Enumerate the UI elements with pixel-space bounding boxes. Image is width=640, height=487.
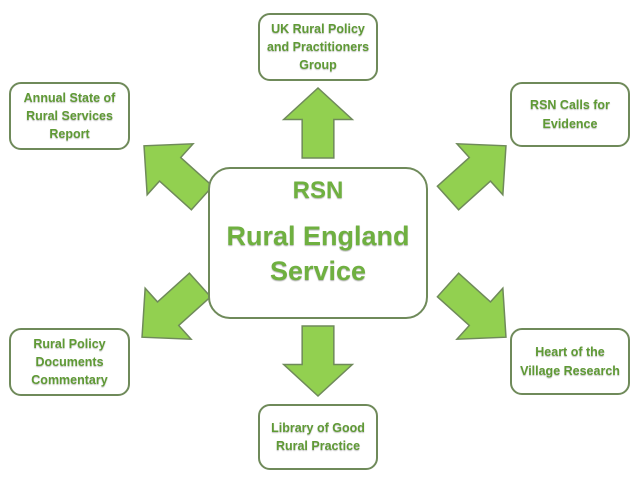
center-title: Rural England Service (226, 221, 410, 286)
arrow-to-bottom (284, 326, 353, 396)
center-node: RSN Rural England Service (208, 167, 428, 319)
arrow-to-top-right (425, 120, 529, 223)
node-rural-policy-commentary: Rural Policy Documents Commentary (9, 328, 130, 396)
node-rsn-calls-for-evidence: RSN Calls for Evidence (510, 82, 630, 147)
node-library-good-practice: Library of Good Rural Practice (258, 404, 378, 470)
arrow-to-bottom-left (119, 259, 223, 362)
arrow-to-bottom-right (425, 259, 529, 362)
arrow-to-top (284, 88, 353, 158)
arrow-to-top-left (121, 120, 225, 223)
node-annual-state-report: Annual State of Rural Services Report (9, 82, 130, 150)
node-uk-rural-policy-group: UK Rural Policy and Practitioners Group (258, 13, 378, 81)
center-abbreviation: RSN (292, 177, 344, 204)
node-heart-of-village-research: Heart of the Village Research (510, 328, 630, 395)
